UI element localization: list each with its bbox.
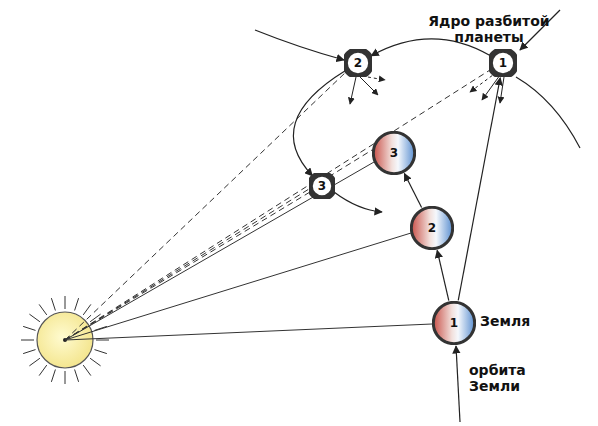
sun-ray — [23, 326, 35, 330]
position-number: 2 — [410, 206, 454, 250]
sun-ray — [39, 304, 47, 315]
sun-ray — [39, 365, 47, 376]
earth-position: 2 — [410, 206, 454, 250]
core-position: 2 — [344, 49, 372, 77]
sun-ray — [21, 340, 34, 341]
sun-ray — [51, 369, 55, 381]
earth-position: 3 — [372, 131, 416, 175]
earth-position: 1Земля — [432, 301, 476, 345]
orbit-connector — [458, 78, 500, 301]
orbit-label: орбита Земли — [469, 362, 539, 394]
sun-ray — [90, 358, 101, 366]
sun-ray — [83, 304, 91, 315]
sun-ray — [75, 369, 79, 381]
position-number: 1 — [489, 49, 517, 77]
orbits — [255, 10, 580, 422]
sun-ray — [51, 298, 55, 310]
sun-ray — [23, 350, 35, 354]
orbit-connector — [437, 250, 449, 300]
core-position: Ядро разбитой планеты1 — [489, 49, 517, 77]
orbit-connector — [404, 174, 421, 208]
sun-ray — [96, 340, 109, 341]
position-number: 1 — [432, 301, 476, 345]
core-position: 3 — [309, 173, 335, 199]
position-number: 2 — [344, 49, 372, 77]
sun-ray — [65, 371, 66, 384]
position-number: 3 — [372, 131, 416, 175]
velocity-arrows — [350, 72, 504, 104]
node-heading: Ядро разбитой планеты — [423, 13, 555, 45]
sun-ray — [29, 314, 40, 322]
sun-ray — [83, 365, 91, 376]
orbit-connector — [293, 71, 345, 176]
node-heading: Земля — [480, 313, 550, 329]
sun-ray — [29, 358, 40, 366]
sun-ray — [65, 296, 66, 309]
position-number: 3 — [309, 173, 335, 199]
sun-ray — [75, 298, 79, 310]
sun-lines — [65, 70, 490, 340]
sun-ray — [94, 350, 106, 354]
